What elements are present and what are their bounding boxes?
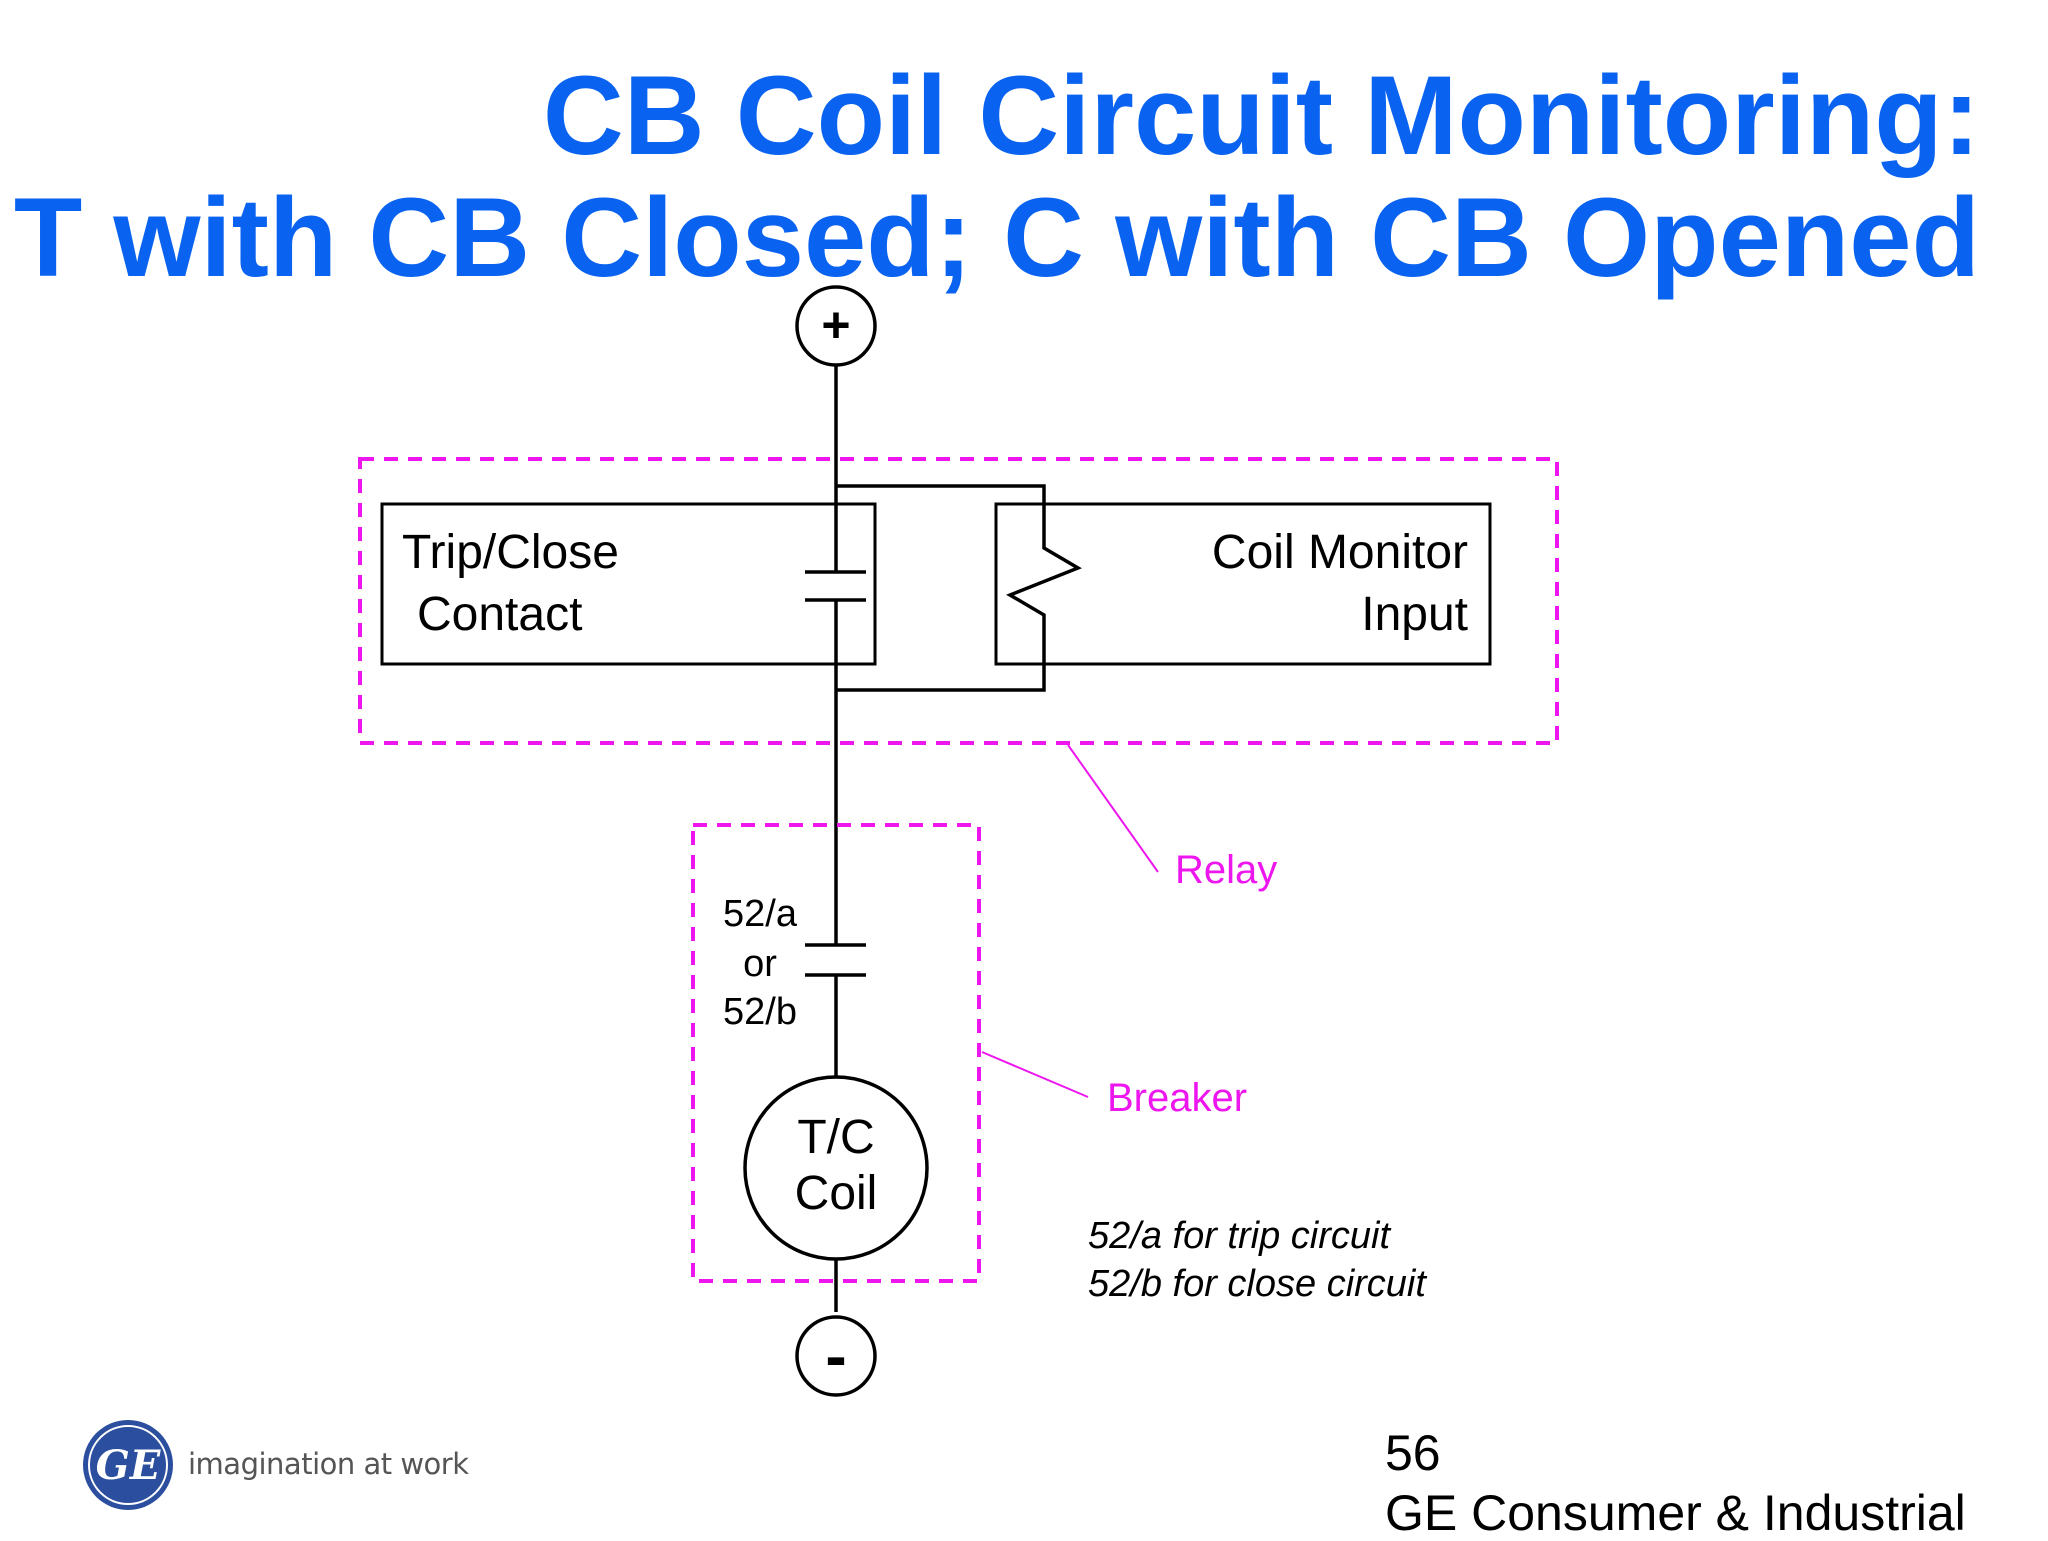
trip-close-contact-label-1: Trip/Close [402,526,619,579]
coil-monitor-input-label-2: Input [1361,588,1468,641]
page-number: 56 [1385,1425,1441,1481]
breaker-contact-label-1: 52/a [723,893,798,935]
title-line-2: T with CB Closed; C with CB Opened [13,175,1980,300]
ge-tagline: imagination at work [188,1447,469,1481]
breaker-annotation: Breaker [1107,1076,1247,1120]
trip-close-coil [743,1075,929,1261]
coil-label-1: T/C [797,1111,874,1164]
ge-monogram-text: GE [96,1442,161,1489]
ge-logo: GE [83,1420,173,1510]
ge-monogram-ring [88,1425,168,1505]
relay-leader-line [1067,744,1159,873]
note-line-2: 52/b for close circuit [1088,1263,1427,1305]
trip-close-contact-label-2: Contact [417,588,582,641]
coil-monitor-input-box [994,502,1492,666]
breaker-contact-label-3: 52/b [723,991,797,1033]
relay-annotation: Relay [1175,848,1277,892]
trip-close-contact-box [380,502,877,666]
coil-monitor-input-label-1: Coil Monitor [1212,526,1468,579]
note-line-1: 52/a for trip circuit [1088,1215,1391,1257]
company-name: GE Consumer & Industrial [1385,1485,1966,1541]
positive-terminal-label: + [821,297,850,353]
monitor-branch-wire [836,484,1082,692]
title-line-1: CB Coil Circuit Monitoring: [542,53,1980,178]
breaker-leader-line [981,1051,1089,1098]
negative-terminal [795,1315,877,1397]
ge-monogram-circle [83,1420,173,1510]
breaker-contact-label-2: or [743,943,777,985]
coil-label-2: Coil [795,1167,878,1220]
positive-terminal [795,285,877,367]
negative-terminal-label: - [825,1320,846,1392]
breaker-boundary [691,823,981,1283]
relay-boundary [358,457,1559,745]
